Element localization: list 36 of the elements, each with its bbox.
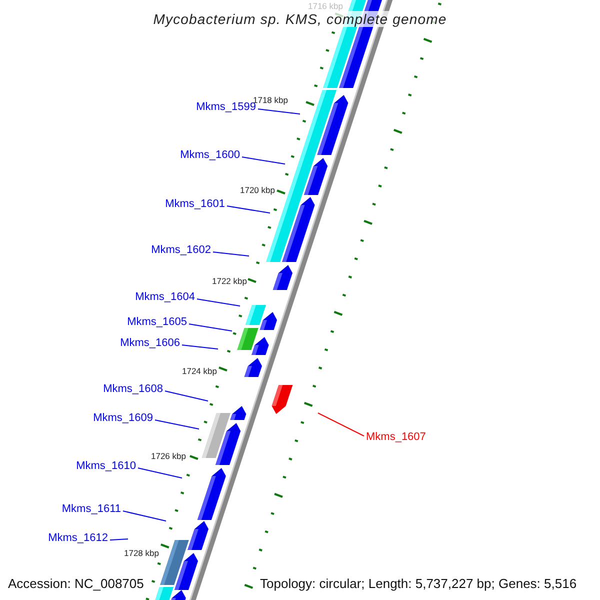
position-label: 1720 kbp	[240, 185, 275, 195]
position-label: 1722 kbp	[212, 276, 247, 286]
gene-label: Mkms_1609	[93, 411, 153, 425]
leader-line	[318, 412, 364, 436]
gene-label: Mkms_1612	[48, 531, 108, 545]
position-label: 1726 kbp	[151, 451, 186, 461]
leader-line	[188, 324, 232, 332]
position-label: 1728 kbp	[124, 548, 159, 558]
leader-line	[122, 510, 166, 522]
leader-line	[226, 206, 270, 214]
gene-label: Mkms_1600	[180, 148, 240, 162]
gene-label: Mkms_1604	[135, 290, 195, 304]
leader-line	[212, 252, 250, 256]
position-label: 1724 kbp	[182, 366, 217, 376]
gene-label: Mkms_1608	[103, 382, 163, 396]
leader-line	[154, 420, 200, 430]
gene-label: Mkms_1602	[151, 243, 211, 257]
info-text: Topology: circular; Length: 5,737,227 bp; Genes: 5,516	[260, 576, 577, 591]
leader-line	[138, 468, 182, 478]
gene-label: Mkms_1606	[120, 336, 180, 350]
leader-line	[110, 538, 128, 540]
gene-label: Mkms_1601	[165, 197, 225, 211]
position-label: 1716 kbp	[308, 1, 343, 11]
leader-line	[258, 108, 300, 114]
gene-label: Mkms_1599	[196, 100, 256, 114]
leader-line	[196, 298, 240, 306]
leader-line	[242, 156, 286, 164]
gene-label: Mkms_1605	[127, 315, 187, 329]
leader-line	[182, 344, 218, 350]
position-label: 1718 kbp	[253, 95, 288, 105]
gene-label: Mkms_1611	[62, 502, 121, 516]
map-title: Mycobacterium sp. KMS, complete genome	[151, 11, 449, 27]
leader-line	[164, 390, 208, 402]
gene-label: Mkms_1610	[76, 459, 136, 473]
info-text: Accession: NC_008705	[8, 576, 144, 591]
gene-label: Mkms_1607	[366, 430, 426, 444]
